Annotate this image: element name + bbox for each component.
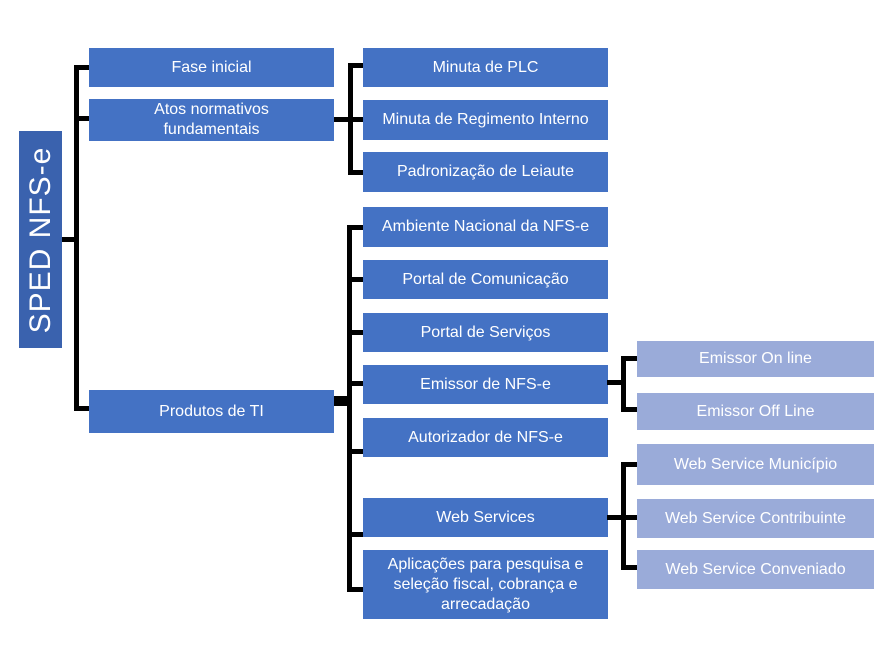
connector-root-parent-stub bbox=[62, 237, 79, 242]
node-padronizacao-leiaute: Padronização de Leiaute bbox=[363, 152, 608, 192]
connector-produtos-to-web-services bbox=[347, 532, 363, 537]
connector-root-to-produtos bbox=[74, 406, 89, 411]
node-sped-nfse: SPED NFS-e bbox=[19, 131, 62, 348]
connector-atos-to-minuta-plc bbox=[348, 63, 363, 68]
connector-produtos-to-autorizador bbox=[347, 449, 363, 454]
node-portal-comunicacao: Portal de Comunicação bbox=[363, 260, 608, 299]
node-produtos-de-ti: Produtos de TI bbox=[89, 390, 334, 433]
connector-root-vertical bbox=[74, 65, 79, 411]
connector-produtos-to-portal-servicos bbox=[347, 330, 363, 335]
node-minuta-regimento-interno: Minuta de Regimento Interno bbox=[363, 100, 608, 140]
connector-emissor-to-on-line bbox=[621, 356, 637, 361]
node-emissor-on-line: Emissor On line bbox=[637, 341, 874, 377]
connector-webservices-to-conveniado bbox=[621, 565, 637, 570]
node-autorizador-nfse: Autorizador de NFS-e bbox=[363, 418, 608, 457]
node-web-service-conveniado: Web Service Conveniado bbox=[637, 550, 874, 589]
node-web-service-contribuinte: Web Service Contribuinte bbox=[637, 499, 874, 538]
node-minuta-de-plc: Minuta de PLC bbox=[363, 48, 608, 87]
connector-atos-to-padronizacao bbox=[348, 170, 363, 175]
node-atos-normativos: Atos normativos fundamentais bbox=[89, 99, 334, 141]
connector-emissor-vertical bbox=[621, 356, 626, 412]
connector-emissor-parent-stub bbox=[607, 380, 626, 385]
connector-produtos-vertical bbox=[347, 225, 352, 592]
node-web-services: Web Services bbox=[363, 498, 608, 537]
node-fase-inicial: Fase inicial bbox=[89, 48, 334, 87]
connector-produtos-to-aplicacoes bbox=[347, 587, 363, 592]
connector-produtos-to-portal-comunicacao bbox=[347, 277, 363, 282]
node-ambiente-nacional: Ambiente Nacional da NFS-e bbox=[363, 207, 608, 247]
connector-produtos-parent-stub bbox=[334, 396, 352, 406]
connector-atos-to-minuta-regimento bbox=[334, 117, 363, 122]
node-web-service-municipio: Web Service Município bbox=[637, 444, 874, 485]
connector-root-to-fase bbox=[74, 65, 89, 70]
node-sped-nfse-label: SPED NFS-e bbox=[23, 146, 57, 333]
node-emissor-off-line: Emissor Off Line bbox=[637, 393, 874, 430]
node-aplicacoes-pesquisa: Aplicações para pesquisa e seleção fisca… bbox=[363, 550, 608, 619]
connector-produtos-to-emissor bbox=[347, 381, 363, 386]
connector-root-to-atos bbox=[74, 116, 89, 121]
connector-webservices-to-municipio bbox=[621, 462, 637, 467]
connector-webservices-to-contribuinte bbox=[607, 515, 637, 520]
node-portal-servicos: Portal de Serviços bbox=[363, 313, 608, 352]
node-emissor-nfse: Emissor de NFS-e bbox=[363, 365, 608, 404]
connector-emissor-to-off-line bbox=[621, 407, 637, 412]
connector-produtos-to-ambiente bbox=[347, 225, 363, 230]
